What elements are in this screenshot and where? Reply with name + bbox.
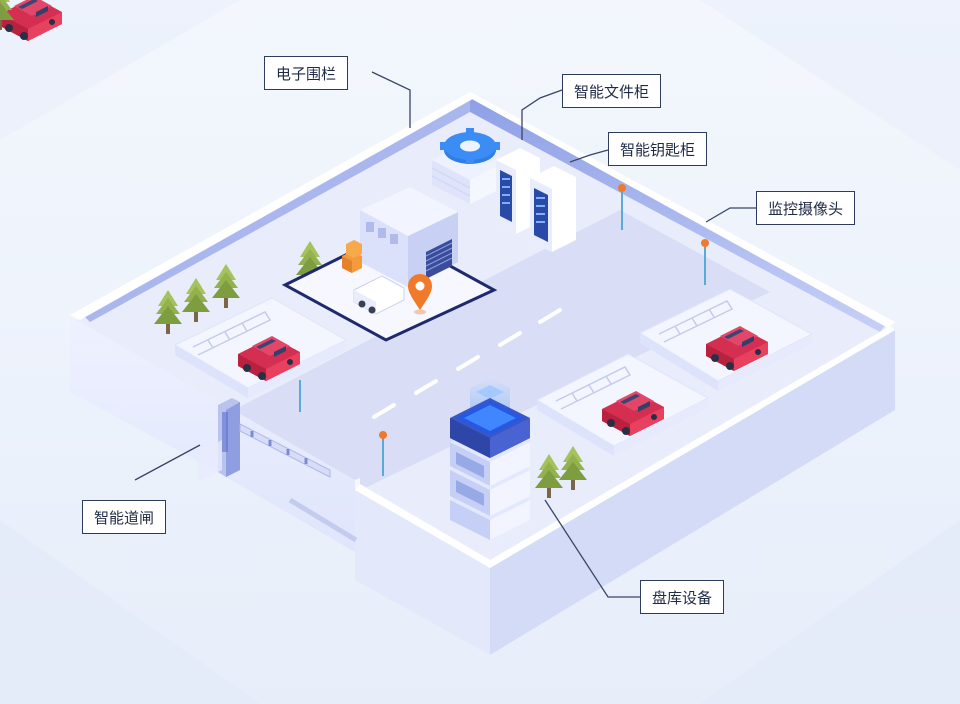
inventory-tower	[450, 378, 530, 540]
road	[195, 210, 770, 505]
callout-key-cabinet: 智能钥匙柜	[608, 132, 708, 166]
gate-barrier-icon	[198, 398, 331, 482]
callout-inventory-device: 盘库设备	[640, 580, 725, 614]
car-icon	[0, 0, 62, 41]
location-pin-icon	[408, 274, 432, 315]
gear-icon	[431, 128, 508, 204]
callout-fence: 电子围栏	[264, 56, 349, 90]
leader-lines	[134, 71, 756, 598]
right-front-wall	[490, 330, 895, 655]
callout-file-cabinet: 智能文件柜	[562, 74, 662, 108]
server-rack-icon	[496, 148, 576, 252]
warehouse-building	[281, 187, 498, 342]
left-front-wall	[70, 318, 355, 552]
callout-gate: 智能道闸	[82, 500, 167, 534]
callout-camera: 监控摄像头	[756, 191, 856, 225]
tree-icon	[0, 0, 14, 30]
camera-pole-icon	[299, 184, 709, 476]
